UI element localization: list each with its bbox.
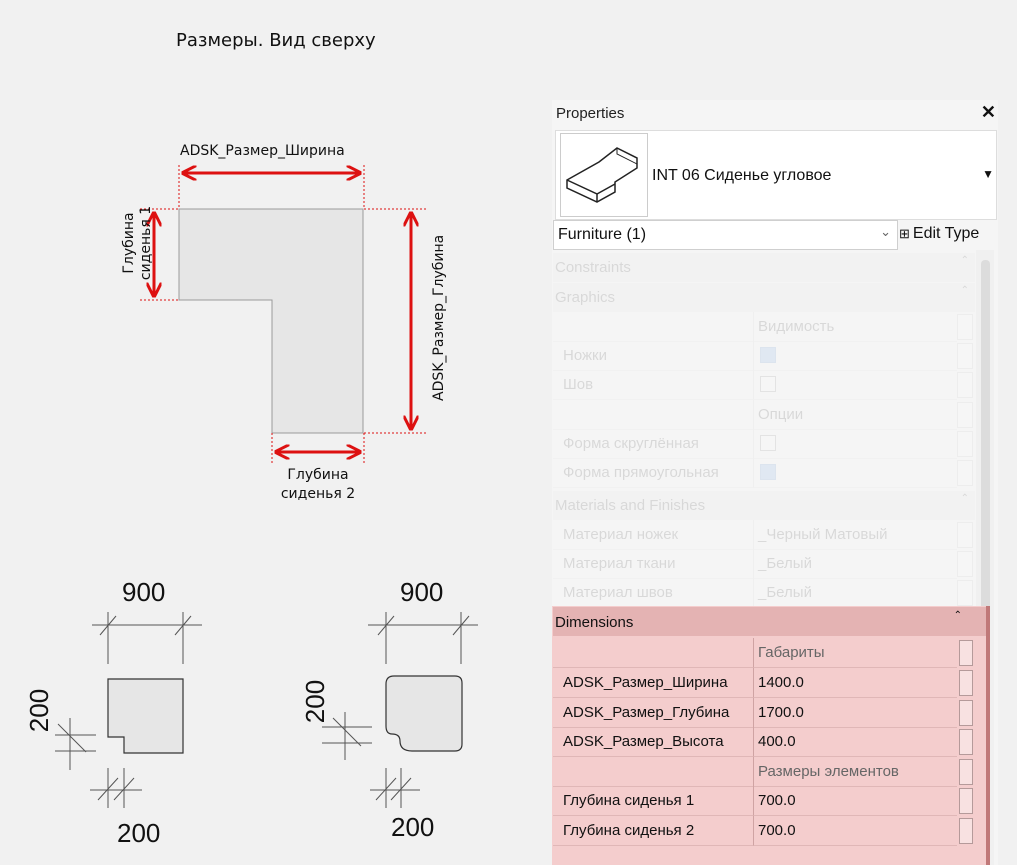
associate-parameter-button[interactable] (959, 670, 973, 696)
left-bottom-dim: 200 (117, 818, 161, 848)
plan-symbol-right (322, 612, 478, 808)
section-graphics[interactable]: Graphics⌃ (553, 283, 975, 312)
param-row: Шов (553, 370, 973, 400)
left-side-dim: 200 (24, 688, 55, 733)
right-side-dim: 200 (300, 679, 331, 724)
right-bottom-dim: 200 (391, 812, 435, 842)
collapse-icon[interactable]: ⌃ (960, 493, 969, 504)
param-row: Форма прямоугольная (553, 458, 973, 488)
type-dropdown-arrow-icon[interactable]: ▼ (982, 167, 994, 181)
extension-lines (140, 165, 428, 465)
seat-plan-shape (178, 208, 364, 434)
chevron-down-icon: ⌄ (880, 224, 891, 239)
seat1-label: Глубина сиденья 1 (121, 205, 154, 281)
associate-parameter-button[interactable] (959, 818, 973, 844)
group-row: Габариты (553, 638, 973, 668)
param-row: Материал швов_Белый (553, 578, 973, 608)
checkbox[interactable] (760, 347, 776, 363)
checkbox[interactable] (760, 376, 776, 392)
checkbox[interactable] (760, 464, 776, 480)
type-selector[interactable]: INT 06 Сиденье угловое ▼ (555, 130, 997, 220)
left-top-dim: 900 (122, 577, 166, 607)
type-name: INT 06 Сиденье угловое (652, 167, 832, 184)
dimensions-highlight (552, 606, 988, 865)
associate-parameter-button[interactable] (959, 788, 973, 814)
param-row: Материал ножек_Черный Матовый (553, 520, 973, 550)
group-row: Видимость (553, 312, 973, 342)
param-row: Форма скруглённая (553, 429, 973, 459)
group-row: Опции (553, 400, 973, 430)
associate-parameter-button[interactable] (959, 729, 973, 755)
collapse-icon[interactable]: ⌃ (960, 285, 969, 296)
page-title: Размеры. Вид сверху (176, 30, 376, 51)
type-preview-thumbnail (560, 133, 648, 217)
depth-label: ADSK_Размер_Глубина (431, 234, 447, 401)
collapse-icon[interactable]: ⌃ (953, 610, 962, 621)
category-filter-select[interactable]: Furniture (1) ⌄ (553, 220, 898, 250)
edit-type-icon: ⊞ (899, 226, 910, 241)
width-label: ADSK_Размер_Ширина (180, 143, 345, 159)
group-row: Размеры элементов (553, 757, 973, 787)
close-icon[interactable]: ✕ (980, 102, 996, 122)
seat2-label: Глубина сиденья 2 (280, 467, 356, 502)
associate-parameter-button[interactable] (959, 700, 973, 726)
right-top-dim: 900 (400, 577, 444, 607)
dimension-diagram (55, 165, 478, 808)
scrollbar-thumb[interactable] (981, 260, 990, 865)
checkbox[interactable] (760, 435, 776, 451)
section-dimensions[interactable]: Dimensions⌃ (553, 607, 986, 636)
param-row: Материал ткани_Белый (553, 549, 973, 579)
param-row: Ножки (553, 341, 973, 371)
properties-header: Properties (556, 105, 625, 122)
edit-type-button[interactable]: ⊞Edit Type (899, 225, 980, 242)
plan-symbol-left (55, 612, 202, 808)
section-constraints[interactable]: Constraints⌃ (553, 253, 975, 282)
collapse-icon[interactable]: ⌃ (960, 255, 969, 266)
section-materials[interactable]: Materials and Finishes⌃ (553, 491, 975, 520)
highlight-edge (986, 606, 990, 865)
properties-panel: Properties ✕ INT 06 Сиденье угловое ▼ Fu… (552, 100, 998, 865)
